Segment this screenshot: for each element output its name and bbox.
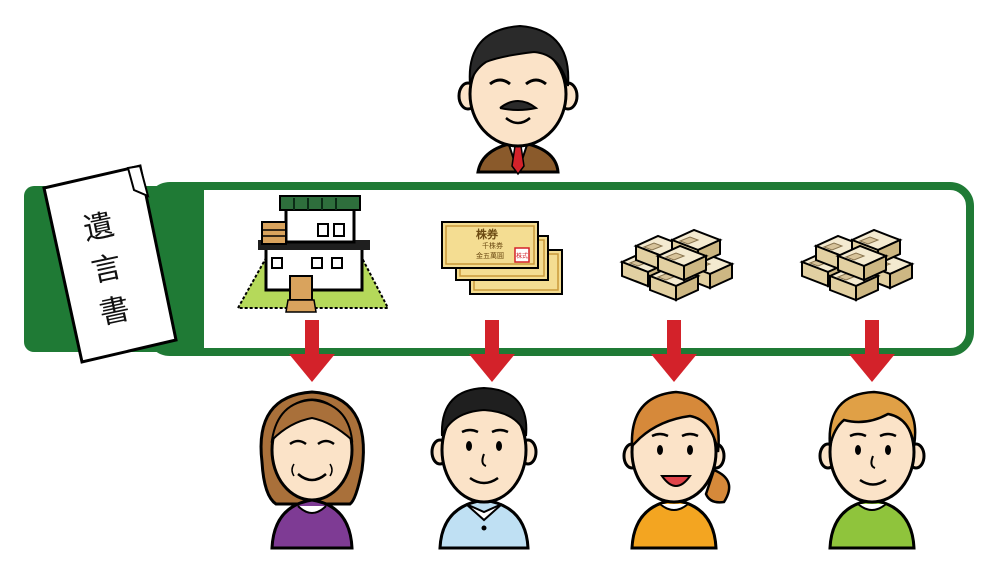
stock-seal: 株式 (516, 252, 528, 260)
will-char-3: 書 (96, 291, 133, 331)
stock-certificate-icon: 株券 千株券 金五萬圓 株式 (441, 221, 563, 295)
will-char-2: 言 (88, 249, 125, 289)
boy-icon (818, 390, 926, 550)
will-document: 遺 言 書 (42, 164, 178, 364)
son-icon (430, 386, 538, 550)
stock-title: 株券 (476, 227, 499, 241)
stock-amount: 金五萬圓 (476, 251, 504, 260)
will-char-1: 遺 (80, 207, 117, 247)
house-icon (236, 195, 390, 313)
daughter-icon (622, 390, 731, 550)
stock-denomination: 千株券 (482, 241, 503, 250)
elderly-man-icon (457, 24, 579, 176)
wife-icon (259, 390, 365, 550)
